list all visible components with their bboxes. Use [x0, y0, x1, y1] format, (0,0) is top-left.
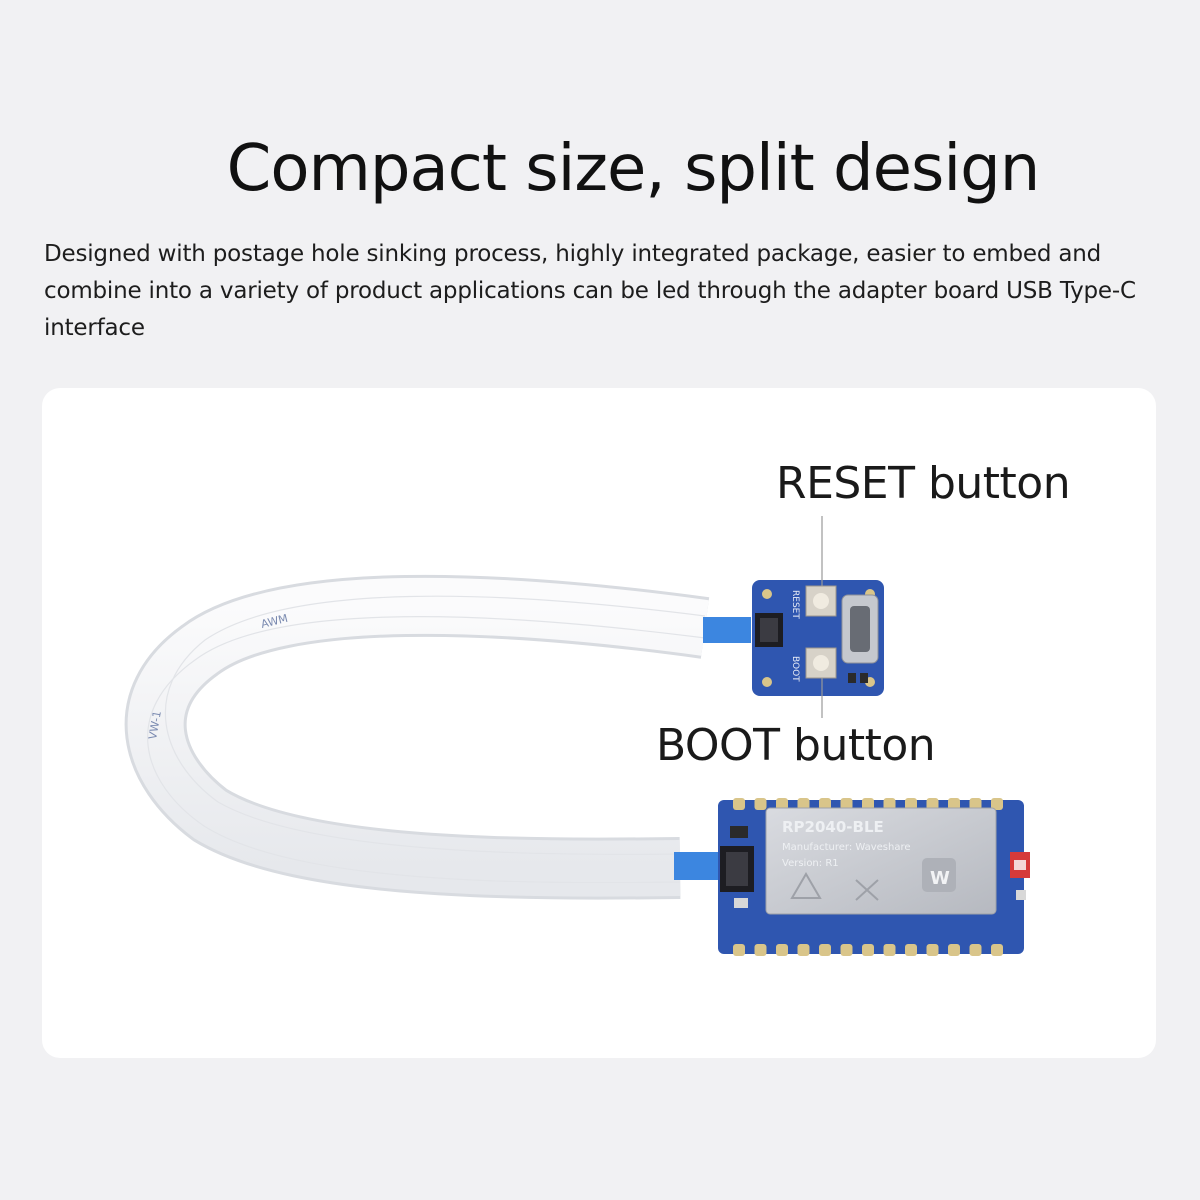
description: Designed with postage hole sinking proce…	[44, 241, 1136, 341]
castellated-pad	[733, 798, 745, 810]
reset-silkscreen: RESET	[790, 590, 800, 619]
castellated-pad	[926, 798, 939, 810]
castellated-pad	[797, 944, 810, 956]
castellated-pad	[948, 944, 960, 956]
castellated-pad	[991, 944, 1003, 956]
castellated-pad	[969, 944, 982, 956]
castellated-pad	[819, 944, 831, 956]
castellated-pad	[862, 798, 874, 810]
module-manufacturer: Manufacturer: Waveshare	[782, 842, 911, 853]
castellated-pad	[905, 798, 917, 810]
waveshare-logo-icon: W	[930, 868, 950, 889]
castellated-pad	[840, 798, 853, 810]
castellated-pad	[883, 798, 896, 810]
castellated-pad	[926, 944, 939, 956]
castellated-pad	[948, 798, 960, 810]
castellated-pad	[733, 944, 745, 956]
reset-button-callout: RESET button	[776, 458, 1071, 509]
adapter-board	[752, 580, 884, 696]
cable-stiffener-top	[703, 617, 751, 643]
boot-silkscreen: BOOT	[790, 656, 800, 682]
flex-cable	[124, 574, 710, 900]
castellated-pad	[754, 944, 767, 956]
cable-stiffener-bottom	[674, 852, 722, 880]
cable-marking-vw1: VW-1	[146, 710, 164, 741]
castellated-pad	[862, 944, 874, 956]
castellated-pad	[754, 798, 767, 810]
boot-button-callout: BOOT button	[656, 720, 936, 771]
rp2040-ble-module	[718, 798, 1030, 956]
castellated-pad	[840, 944, 853, 956]
module-name: RP2040-BLE	[782, 818, 884, 836]
castellated-pad	[969, 798, 982, 810]
castellated-pad	[883, 944, 896, 956]
headline: Compact size, split design	[226, 132, 1041, 206]
castellated-pad	[905, 944, 917, 956]
castellated-pad	[797, 798, 810, 810]
castellated-pad	[776, 944, 788, 956]
castellated-pad	[819, 798, 831, 810]
module-version: Version: R1	[782, 858, 839, 869]
cable-marking-awm: AWM	[260, 612, 290, 631]
castellated-pad	[776, 798, 788, 810]
castellated-pad	[991, 798, 1003, 810]
